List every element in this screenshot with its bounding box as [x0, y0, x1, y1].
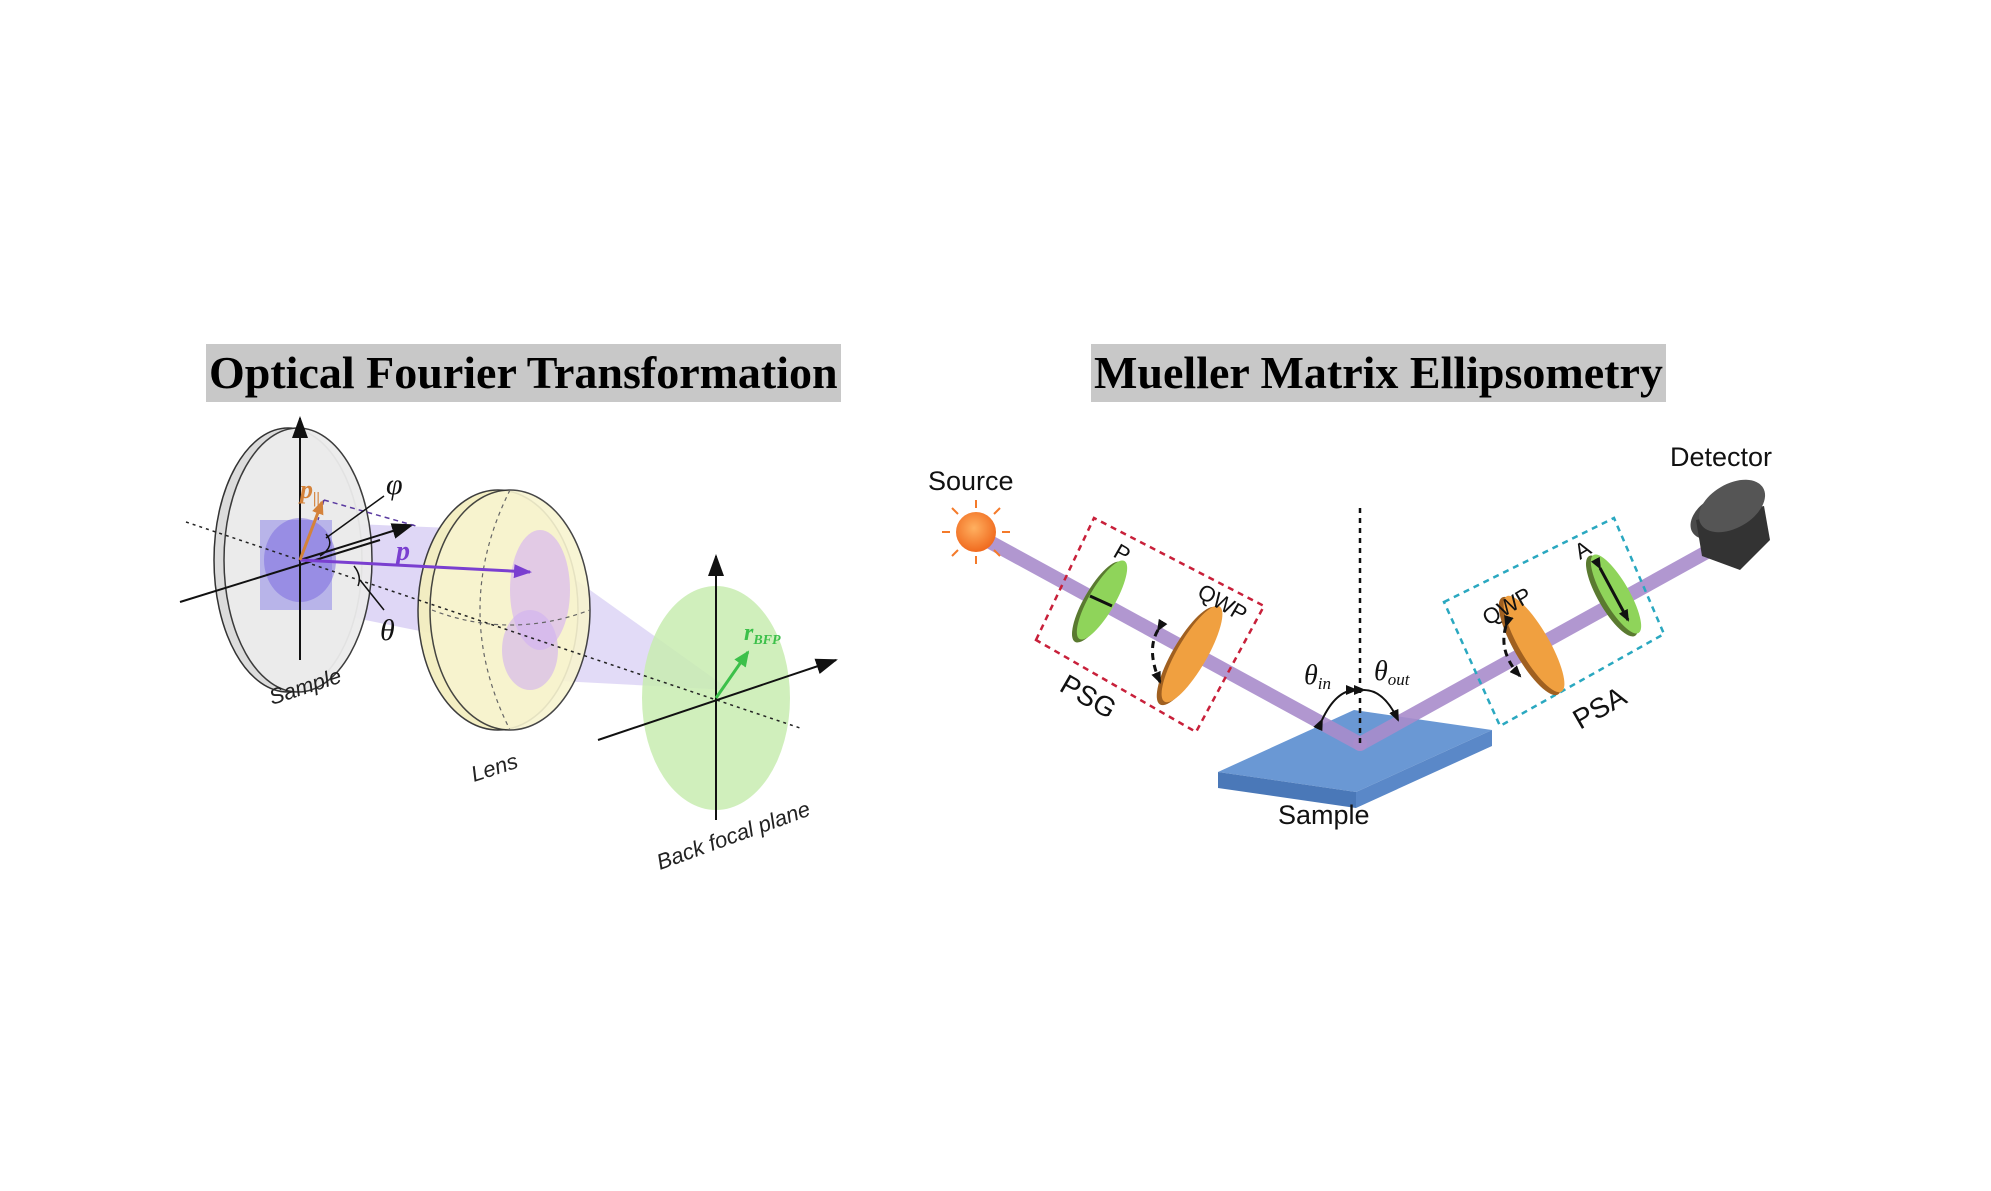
detector-label: Detector: [1670, 442, 1772, 472]
psa-label: PSA: [1568, 680, 1632, 735]
p-parallel-arrow: [298, 500, 324, 561]
bfp-horizontal-axis: [597, 658, 838, 741]
p-label: p: [394, 536, 410, 567]
sample-disk: [213, 427, 373, 693]
theta-label: θ: [380, 614, 395, 647]
psg-box: [1034, 516, 1266, 734]
r-bfp-arrow: [714, 650, 750, 699]
right-sample-label: Sample: [1278, 800, 1370, 830]
incident-beam: [983, 535, 1367, 751]
mueller-matrix-title: Mueller Matrix Ellipsometry: [1091, 344, 1666, 402]
optical-fourier-diagram: p|| φ p θ Sample Lens rBFP Back focal pl…: [179, 416, 838, 875]
theta-out-label: θout: [1374, 656, 1411, 689]
phi-label: φ: [386, 468, 403, 501]
phi-leader: [325, 495, 385, 539]
light-source: [942, 500, 1010, 564]
back-focal-plane-label: Back focal plane: [653, 796, 813, 875]
psg-label: PSG: [1055, 668, 1122, 724]
ellipsometry-diagram: Source Detector P QWP PSG θin θout Sampl…: [928, 442, 1772, 830]
sample-kx-axis: [299, 523, 414, 561]
theta-in-arc: [1313, 685, 1358, 732]
optical-fourier-title: Optical Fourier Transformation: [206, 344, 841, 402]
source-label: Source: [928, 466, 1014, 496]
theta-in-label: θin: [1304, 660, 1331, 693]
r-bfp-label: rBFP: [744, 620, 781, 648]
right-sample-slab: [1218, 710, 1492, 808]
qwp-generator: [1151, 605, 1223, 706]
qwp-analyzer: [1498, 595, 1565, 696]
psa-box: [1442, 516, 1666, 728]
p-parallel-label: p||: [298, 475, 320, 507]
lens: [417, 489, 591, 731]
detector: [1690, 479, 1770, 570]
theta-leader: [359, 579, 385, 611]
analyzer: [1586, 554, 1642, 637]
polarizer-generator: [1072, 560, 1128, 643]
theta-angle-arc: [353, 565, 361, 587]
phi-angle-arc: [319, 533, 331, 557]
sample-horizontal-axis: [179, 539, 381, 603]
theta-out-arc: [1353, 684, 1399, 722]
p-arrow: [299, 558, 532, 579]
lens-label: Lens: [468, 748, 521, 787]
optical-axis: [185, 521, 801, 729]
